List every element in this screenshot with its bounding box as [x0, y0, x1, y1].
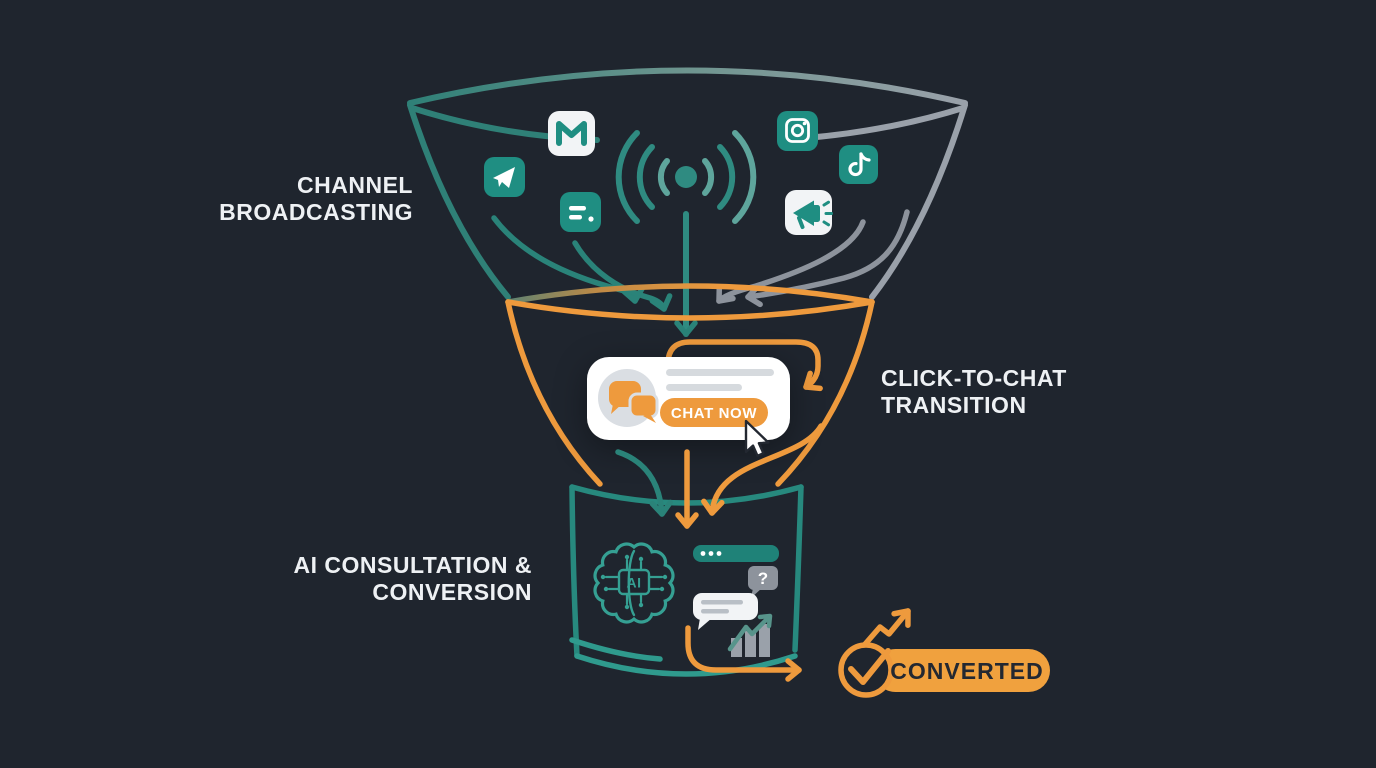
broadcasting-line2: BROADCASTING	[219, 199, 413, 225]
stage-label-broadcasting: CHANNEL BROADCASTING	[219, 172, 413, 225]
chat-card: CHAT NOW	[587, 357, 790, 440]
text-placeholder-line-2	[666, 384, 742, 391]
tiktok-icon	[839, 145, 878, 184]
check-circle-icon	[838, 642, 894, 698]
cup-left-wall	[569, 484, 580, 659]
conversion-exit-arrow	[685, 625, 802, 682]
ai-brain-icon: AI	[593, 542, 675, 624]
converted-label: CONVERTED	[890, 658, 1043, 684]
ai-consultation-line2: CONVERSION	[372, 579, 532, 605]
broadcasting-line1: CHANNEL	[297, 172, 413, 198]
cup-right-wall	[792, 484, 804, 653]
cursor-icon	[744, 419, 770, 457]
middle-funnel-left-wall	[505, 299, 603, 487]
click-to-chat-line2: TRANSITION	[881, 392, 1027, 418]
middle-funnel-outline	[505, 283, 875, 487]
click-loop-arrow	[665, 339, 823, 392]
middle-funnel-right-wall	[775, 299, 875, 487]
top-funnel-left-wall	[407, 102, 511, 300]
converted-badge: CONVERTED	[838, 608, 1050, 698]
bar-chart-icon	[727, 613, 773, 657]
stage-label-click-to-chat: CLICK-TO-CHAT TRANSITION	[881, 365, 1067, 418]
gray-inflow-arrow-1	[716, 219, 866, 304]
notes-icon	[560, 192, 601, 232]
broadcast-icon	[615, 130, 757, 224]
gmail-icon	[548, 111, 595, 156]
ai-brain-label: AI	[627, 575, 642, 591]
question-bubble-icon: ?	[748, 566, 778, 598]
cup-bottom	[574, 653, 798, 677]
teal-inflow-arrow-2	[572, 240, 673, 312]
growth-arrow-icon	[857, 608, 911, 653]
top-funnel-right-wall	[869, 102, 968, 300]
chat-now-label: CHAT NOW	[671, 405, 757, 422]
message-bubble-icon	[693, 593, 758, 630]
cup-bottom-inner	[569, 637, 663, 662]
middle-funnel-back-rim	[505, 283, 875, 305]
teal-down-arrow	[615, 449, 673, 517]
chat-now-button[interactable]: CHAT NOW	[660, 398, 768, 427]
megaphone-icon	[785, 190, 833, 235]
telegram-icon	[484, 157, 525, 197]
stage-label-ai-consultation: AI CONSULTATION & CONVERSION	[294, 552, 532, 605]
browser-bar-icon	[693, 545, 779, 562]
converted-pill	[874, 649, 1050, 692]
instagram-icon	[777, 111, 818, 151]
top-funnel-back-rim	[407, 67, 968, 106]
checkmark	[848, 648, 891, 685]
orange-curved-arrow	[701, 423, 824, 516]
ai-consultation-line1: AI CONSULTATION &	[294, 552, 532, 578]
middle-funnel-front-rim	[505, 299, 875, 321]
click-to-chat-line1: CLICK-TO-CHAT	[881, 365, 1067, 391]
chat-bubbles-icon	[609, 381, 659, 423]
bottom-cup-outline	[569, 484, 804, 677]
question-mark-label: ?	[758, 569, 768, 588]
text-placeholder-line-1	[666, 369, 774, 376]
broadcast-dot	[675, 166, 697, 188]
funnel-to-cup-arrows	[615, 423, 824, 529]
